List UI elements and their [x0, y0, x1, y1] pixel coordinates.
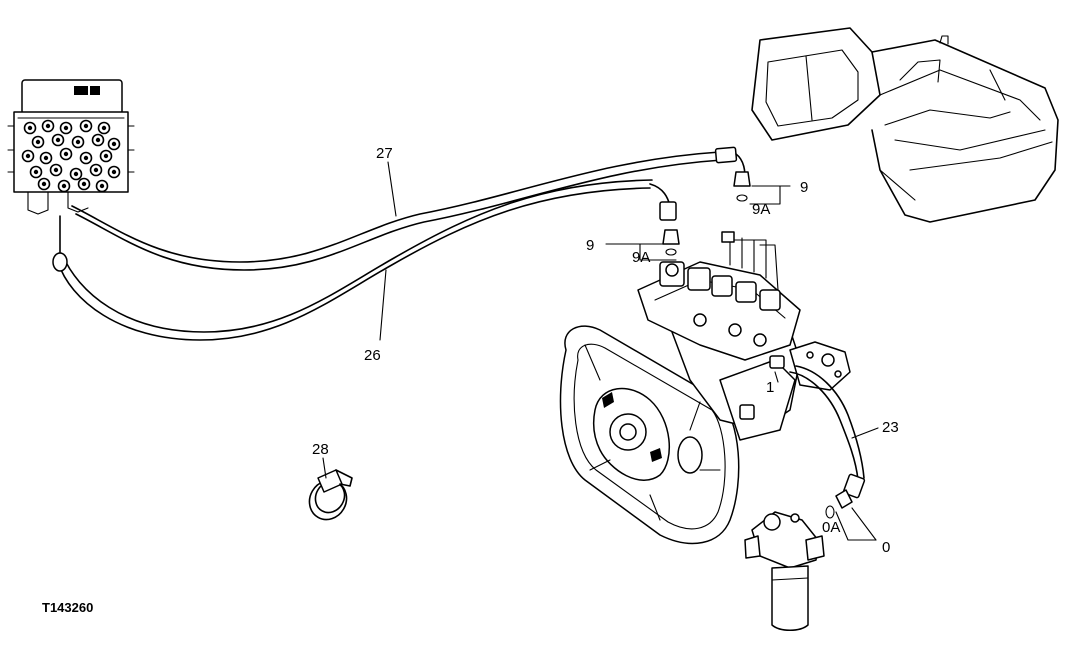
fitting-0: [825, 489, 853, 519]
valve-bolt-center: [53, 167, 59, 173]
valve-bolt-center: [103, 153, 109, 159]
callout-9-lower: 9: [586, 237, 594, 254]
hose-23: [789, 365, 866, 499]
callout-0: 0: [882, 539, 890, 556]
callout-0a: 0A: [822, 519, 840, 536]
valve-bolt-center: [83, 123, 89, 129]
figure-id: T143260: [42, 600, 93, 615]
pilot-control-valve-icon: [7, 79, 135, 215]
valve-bolt-center: [41, 181, 47, 187]
excavator-outline-icon: [751, 27, 1059, 223]
valve-bolt-center: [33, 169, 39, 175]
callout-labels: 27 26 9 9A 9 9A 1 23 28 0A 0: [312, 145, 899, 556]
valve-bolt-center: [73, 171, 79, 177]
fitting-9-lower: [662, 229, 680, 256]
callout-1: 1: [766, 379, 774, 396]
valve-bolt-center: [45, 123, 51, 129]
valve-bolt-center: [25, 153, 31, 159]
hose-26: [52, 179, 677, 341]
callout-9a-lower: 9A: [632, 249, 650, 266]
valve-bolt-center: [99, 183, 105, 189]
callout-9a-upper: 9A: [752, 201, 770, 218]
valve-bolt-center: [101, 125, 107, 131]
callout-23: 23: [882, 419, 899, 436]
leader-lines: [322, 161, 879, 541]
hose-27: [71, 146, 746, 271]
hydraulic-pump-icon: [559, 231, 851, 545]
valve-bolt-center: [111, 141, 117, 147]
fitting-9-upper: [733, 171, 751, 202]
callout-27: 27: [376, 145, 393, 162]
valve-bolt-center: [83, 155, 89, 161]
valve-bolt-center: [27, 125, 33, 131]
valve-bolt-center: [63, 151, 69, 157]
valve-bolt-center: [63, 125, 69, 131]
valve-bolt-center: [43, 155, 49, 161]
valve-bolt-center: [95, 137, 101, 143]
valve-bolt-center: [93, 167, 99, 173]
valve-bolt-center: [55, 137, 61, 143]
valve-bolt-center: [111, 169, 117, 175]
callout-28: 28: [312, 441, 329, 458]
valve-bolt-center: [35, 139, 41, 145]
valve-bolt-center: [75, 139, 81, 145]
hose-clamp-icon: [308, 469, 353, 521]
valve-bolt-center: [61, 183, 67, 189]
callout-26: 26: [364, 347, 381, 364]
callout-9-upper: 9: [800, 179, 808, 196]
pilot-filter-icon: [744, 511, 825, 631]
valve-bolt-center: [81, 181, 87, 187]
